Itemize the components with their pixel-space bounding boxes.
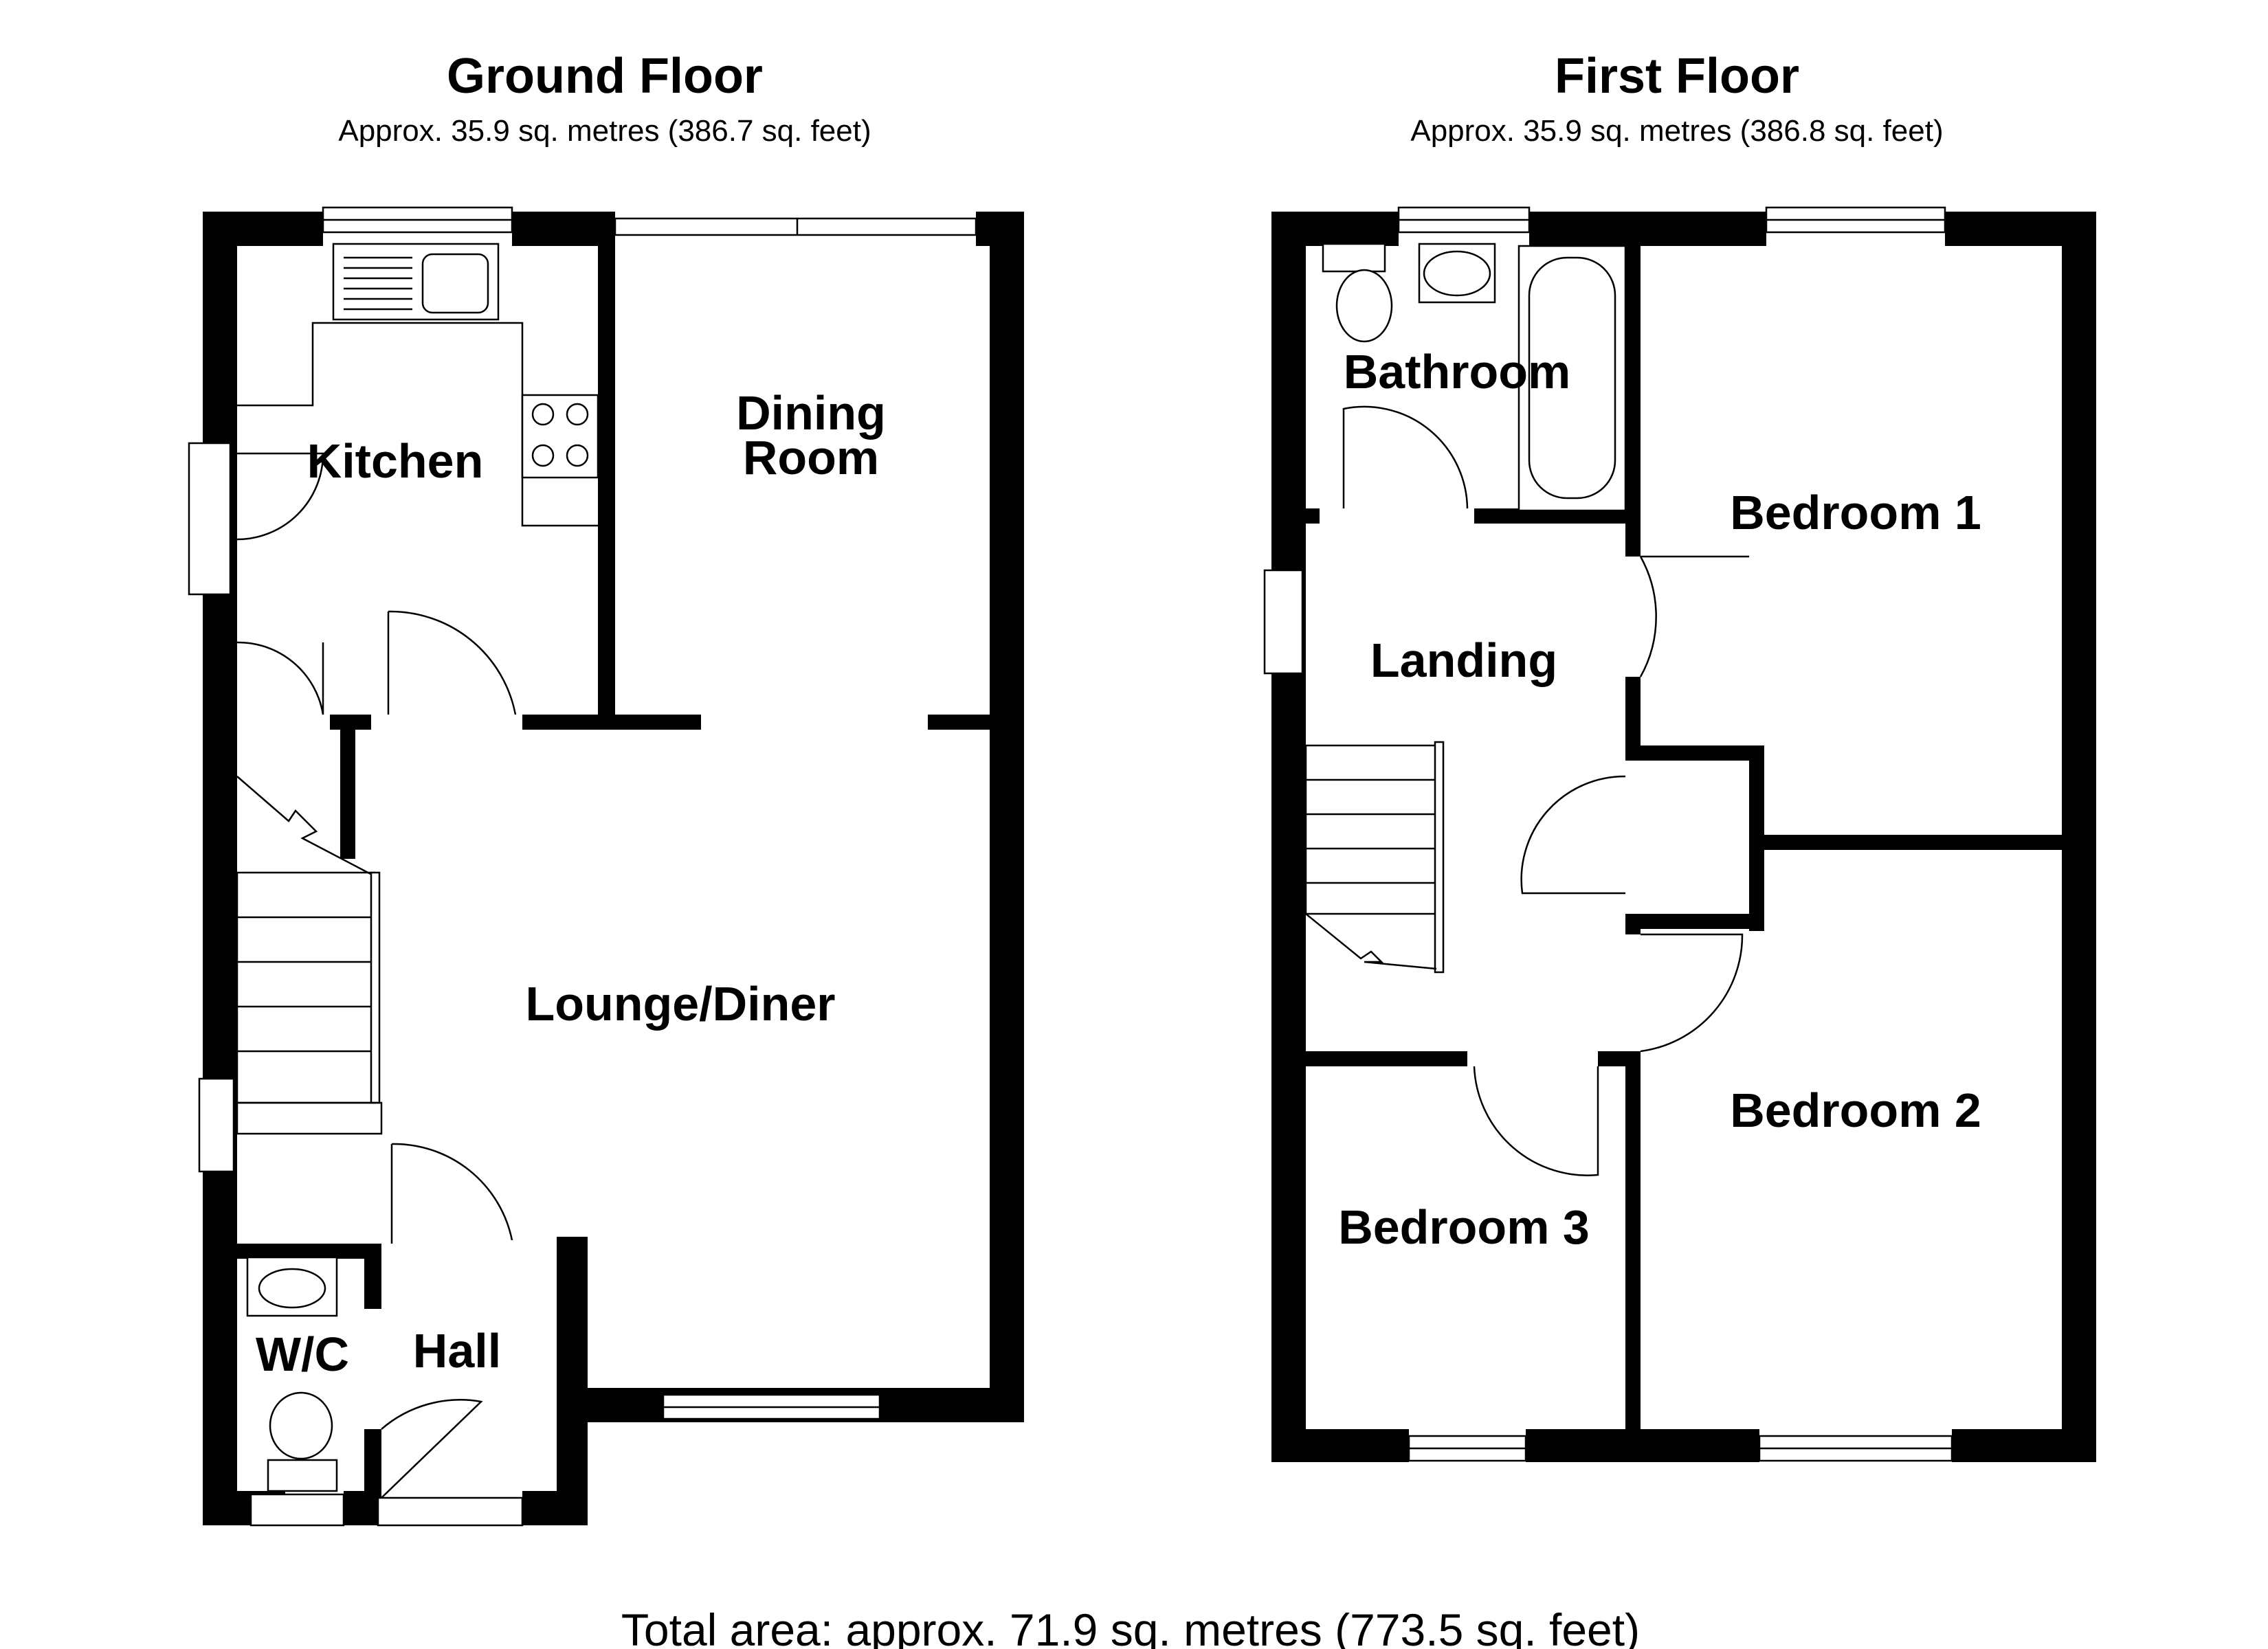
first-floor-walls [1271, 212, 2096, 1462]
front-door [377, 1496, 524, 1527]
room-label-kitchen: Kitchen [307, 434, 484, 488]
ground-floor-walls [203, 212, 1024, 1525]
drainer [344, 256, 412, 311]
room-label-hall: Hall [413, 1324, 501, 1378]
room-label-bedroom3: Bedroom 3 [1338, 1200, 1590, 1254]
patio-door [614, 217, 977, 236]
room-label-bedroom1: Bedroom 1 [1730, 486, 1981, 539]
basin-icon [246, 1256, 338, 1317]
stair-window [198, 1077, 235, 1173]
room-label-lounge: Lounge/Diner [525, 977, 835, 1031]
first-floor-staircase [1304, 741, 1445, 974]
room-label-landing: Landing [1370, 633, 1557, 687]
wc-window [249, 1493, 345, 1527]
first-floor-title: First Floor [1555, 49, 1799, 104]
room-label-dining-line2: Room [743, 431, 879, 484]
total-area: Total area: approx. 71.9 sq. metres (773… [621, 1604, 1640, 1649]
first-floor-area: Approx. 35.9 sq. metres (386.8 sq. feet) [1410, 114, 1943, 148]
bathroom-fittings [1322, 243, 1627, 512]
first-floor-plan: Bathroom Bedroom 1 Landing Bedroom 2 Bed… [1263, 206, 2096, 1462]
first-floor-doors [1342, 405, 1749, 1176]
toilet-icon [269, 1391, 333, 1460]
toilet-icon-upstairs [1335, 269, 1393, 343]
wc-fittings [246, 1256, 338, 1492]
ground-floor-doors [236, 452, 517, 1499]
ground-floor-plan: Kitchen Dining Room Lounge/Diner W/C Hal… [188, 206, 1024, 1527]
room-label-dining-line1: Dining [736, 386, 886, 440]
basin-icon-upstairs [1418, 243, 1496, 304]
ground-floor-title: Ground Floor [447, 49, 763, 104]
room-label-wc: W/C [256, 1327, 349, 1381]
landing-window [1263, 569, 1304, 675]
room-label-bathroom: Bathroom [1344, 345, 1571, 399]
bath-icon [1517, 245, 1627, 512]
kitchen-units [237, 243, 599, 527]
kitchen-side-door [188, 442, 232, 596]
hob-icon [521, 394, 599, 479]
ground-floor-area: Approx. 35.9 sq. metres (386.7 sq. feet) [338, 114, 871, 148]
room-label-bedroom2: Bedroom 2 [1730, 1084, 1981, 1137]
ground-floor-staircase [236, 776, 383, 1135]
